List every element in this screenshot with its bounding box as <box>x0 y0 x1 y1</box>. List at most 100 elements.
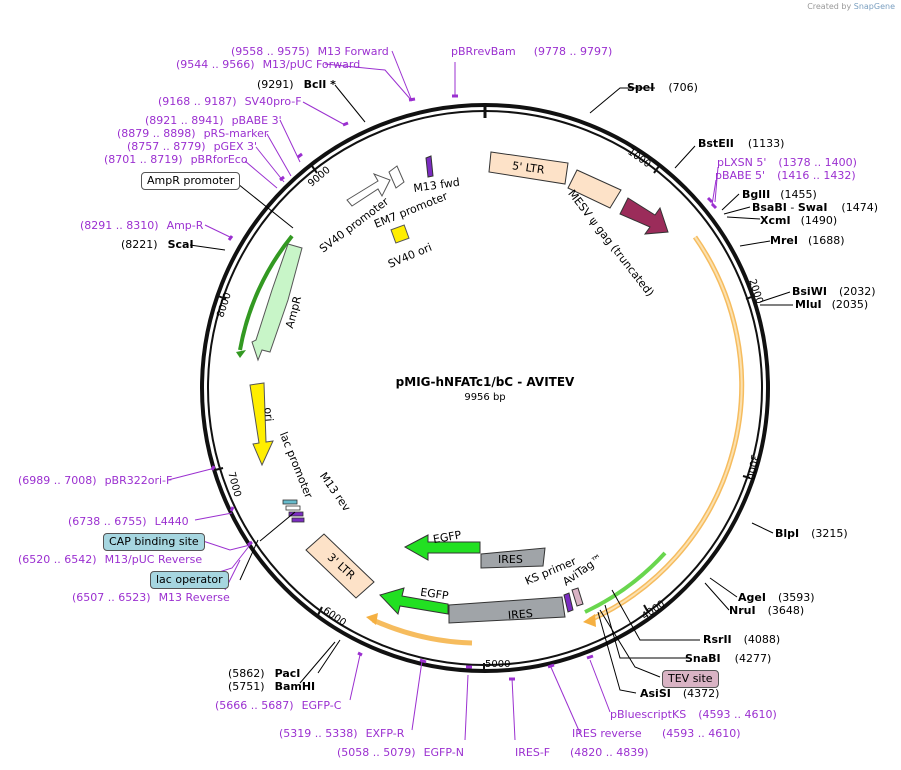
label-tev-site[interactable]: TEV site <box>662 670 719 688</box>
snapgene-credit: Created by SnapGene <box>807 2 895 11</box>
enzyme-labels: SpeI(706) BstEII(1133) BglII(1455) BsaBI… <box>121 78 878 700</box>
enzyme-nrui[interactable]: NruI(3648) <box>729 604 804 617</box>
green-arc-ampr-head <box>236 350 246 358</box>
enzyme-mrei[interactable]: MreI(1688) <box>770 234 845 247</box>
primer-ires-f[interactable]: IRES-F <box>515 746 550 759</box>
primer-marks <box>210 94 718 681</box>
feature-ori-arrow[interactable] <box>249 382 274 467</box>
primer-pbrrevbam[interactable]: pBRrevBam(9778 .. 9797) <box>451 45 612 58</box>
primer-amp-r[interactable]: (8291 .. 8310)Amp-R <box>80 219 204 232</box>
feature-label-egfp-lower: EGFP <box>419 586 449 603</box>
green-arc-ampr <box>238 234 294 351</box>
orf-arcs <box>236 234 745 646</box>
feature-5ltr[interactable]: 5' LTR <box>488 151 569 185</box>
tick-1000 <box>653 165 660 174</box>
feature-label-5ltr: 5' LTR <box>511 159 545 176</box>
primer-m13-forward[interactable]: (9558 .. 9575)M13 Forward <box>231 45 389 58</box>
orf-arc-right-head <box>583 614 596 627</box>
feature-label-m13rev: M13 rev <box>317 470 353 514</box>
feature-avitag[interactable] <box>571 587 584 607</box>
primer-exfp-r[interactable]: (5319 .. 5338)EXFP-R <box>279 727 405 740</box>
enzyme-agei[interactable]: AgeI(3593) <box>738 591 815 604</box>
primer-labels: (9558 .. 9575)M13 Forward (9544 .. 9566)… <box>18 45 857 759</box>
tick-3000 <box>742 475 751 479</box>
primer-pbabe5[interactable]: pBABE 5'(1416 .. 1432) <box>715 169 856 182</box>
primer-plxsn5[interactable]: pLXSN 5'(1378 .. 1400) <box>717 156 857 169</box>
enzyme-spei[interactable]: SpeI(706) <box>627 81 698 94</box>
primer-pbabe3[interactable]: (8921 .. 8941)pBABE 3' <box>145 114 282 127</box>
tick-8000 <box>217 295 227 300</box>
feature-ampr-arrow[interactable] <box>251 243 303 362</box>
feature-3ltr[interactable]: 3' LTR <box>305 533 375 599</box>
enzyme-bsabi-swai[interactable]: BsaBI - SwaI(1474) <box>752 201 878 214</box>
feature-label-egfp-upper: EGFP <box>432 528 463 546</box>
leader-lines <box>167 50 793 741</box>
tick-2000 <box>745 295 755 300</box>
label-lac-operator[interactable]: lac operator <box>150 571 229 589</box>
feature-label-ori: ori <box>261 407 275 422</box>
primer-egfp-n[interactable]: (5058 .. 5079)EGFP-N <box>337 746 464 759</box>
tick-label-9000: 9000 <box>306 165 333 190</box>
primer-sv40pro-f[interactable]: (9168 .. 9187)SV40pro-F <box>158 95 302 108</box>
feature-lac-cluster[interactable] <box>282 499 305 523</box>
orf-arc-bottom-head <box>366 613 378 625</box>
enzyme-paci[interactable]: (5862)PacI <box>228 667 300 680</box>
enzyme-asisi[interactable]: AsiSI(4372) <box>640 687 719 700</box>
primer-ires-reverse[interactable]: IRES reverse <box>572 727 642 740</box>
feature-mesv-box[interactable] <box>567 169 622 209</box>
feature-egfp-lower[interactable]: EGFP <box>379 586 450 616</box>
feature-ires-upper[interactable]: IRES <box>480 547 546 569</box>
tick-4000 <box>643 604 649 613</box>
enzyme-bglii[interactable]: BglII(1455) <box>742 188 817 201</box>
feature-gag-arrow[interactable] <box>619 197 669 235</box>
tick-9000 <box>311 165 318 174</box>
green-arc-right <box>584 551 667 614</box>
primer-l4440[interactable]: (6738 .. 6755)L4440 <box>68 515 189 528</box>
primer-pbluescriptks[interactable]: pBluescriptKS(4593 .. 4610) <box>610 708 777 721</box>
enzyme-snabi[interactable]: SnaBI(4277) <box>685 652 771 665</box>
enzyme-mlui[interactable]: MluI(2035) <box>795 298 868 311</box>
enzyme-bsteii[interactable]: BstEII(1133) <box>698 137 784 150</box>
tick-label-3000: 3000 <box>744 453 759 480</box>
feature-sv40-ori[interactable] <box>390 224 410 244</box>
label-cap-binding-site[interactable]: CAP binding site <box>103 533 205 551</box>
tick-6000 <box>317 606 323 616</box>
primer-ires-reverse-pos: (4820 .. 4839) <box>570 746 649 759</box>
tick-label-4000: 4000 <box>640 599 667 623</box>
feature-label-ires-lower: IRES <box>507 607 533 622</box>
enzyme-rsrii[interactable]: RsrII(4088) <box>703 633 780 646</box>
feature-label-ires-upper: IRES <box>498 553 523 566</box>
enzyme-bsiwi[interactable]: BsiWI(2032) <box>792 285 876 298</box>
orf-arc-right-core <box>589 236 743 621</box>
orf-arc-bottom <box>371 617 473 646</box>
feature-m13fwd[interactable] <box>425 155 434 178</box>
feature-em7-promoter[interactable] <box>388 165 405 189</box>
label-ampr-promoter[interactable]: AmpR promoter <box>141 172 241 190</box>
tick-7000 <box>214 467 224 471</box>
plasmid-length: 9956 bp <box>464 392 505 403</box>
feature-label-m13fwd: M13 fwd <box>413 176 461 195</box>
tick-label-5000: 5000 <box>485 659 510 670</box>
feature-ires-lower[interactable]: IRES <box>448 596 566 624</box>
enzyme-xcmi[interactable]: XcmI(1490) <box>760 214 837 227</box>
enzyme-scai[interactable]: (8221)ScaI <box>121 238 194 251</box>
feature-ks-primer[interactable] <box>563 592 574 613</box>
enzyme-bamhi[interactable]: (5751)BamHI <box>228 680 315 693</box>
primer-pbr322ori-f[interactable]: (6989 .. 7008)pBR322ori-F <box>18 474 172 487</box>
orf-arc-right <box>588 235 745 623</box>
primer-prs-marker[interactable]: (8879 .. 8898)pRS-marker <box>117 127 269 140</box>
primer-egfp-c[interactable]: (5666 .. 5687)EGFP-C <box>215 699 342 712</box>
enzyme-bcli[interactable]: (9291)BclI * <box>257 78 336 91</box>
primer-m13puc-reverse[interactable]: (6520 .. 6542)M13/pUC Reverse <box>18 553 202 566</box>
primer-pbrforeco[interactable]: (8701 .. 8719)pBRforEco <box>104 153 248 166</box>
feature-sv40-promoter[interactable] <box>346 173 391 207</box>
primer-m13-reverse[interactable]: (6507 .. 6523)M13 Reverse <box>72 591 230 604</box>
tick-label-7000: 7000 <box>225 471 242 498</box>
primer-m13puc-forward[interactable]: (9544 .. 9566)M13/pUC Forward <box>176 58 360 71</box>
primer-pbluescriptks-pos2: (4593 .. 4610) <box>662 727 741 740</box>
feature-egfp-upper[interactable]: EGFP <box>403 528 481 561</box>
primer-pgex3[interactable]: (8757 .. 8779)pGEX 3' <box>127 140 257 153</box>
enzyme-blpi[interactable]: BlpI(3215) <box>775 527 848 540</box>
feature-label-lac-promoter: lac promoter <box>277 430 316 501</box>
